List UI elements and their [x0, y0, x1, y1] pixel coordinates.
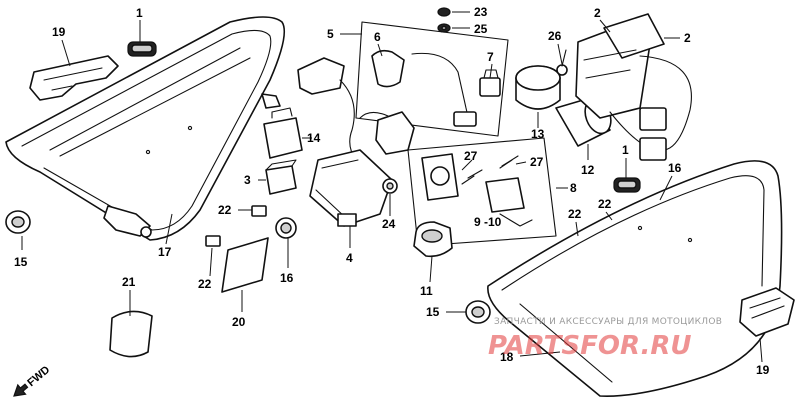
nut-24: [382, 178, 398, 194]
callout-12: 12: [581, 163, 595, 177]
callout-19-second: 19: [756, 363, 770, 377]
watermark-logo: PARTSFOR.RU: [488, 331, 691, 361]
wire-harness-right: [609, 55, 692, 161]
callout-11: 11: [420, 284, 433, 298]
callout-19: 19: [52, 25, 66, 39]
callout-14: 14: [307, 131, 321, 145]
callout-22: 22: [218, 203, 232, 217]
bolt-26: [556, 49, 568, 76]
grommet-15-right: [465, 300, 491, 324]
callout-5: 5: [327, 27, 334, 41]
right-side-cover: [487, 160, 783, 397]
callout-1: 1: [136, 6, 143, 20]
callout-labels: 1 19 5 6 7 23 25 2 2 26 14 13 12 3 27 27…: [14, 5, 770, 377]
callout-13: 13: [531, 127, 545, 141]
cylinder-13: [515, 65, 561, 110]
callout-2: 2: [594, 6, 601, 20]
washer-23: [437, 7, 451, 17]
grommet-16-lower: [275, 217, 297, 239]
emblem-21: [109, 310, 153, 358]
component-11: [413, 221, 453, 258]
mounting-bracket-right: [739, 287, 795, 337]
starter-relay-assembly: [407, 137, 557, 247]
relay-bracket-group: [355, 21, 509, 137]
relay-unit-center: [359, 111, 415, 155]
callout-8: 8: [570, 181, 577, 195]
callout-20: 20: [232, 315, 246, 329]
fwd-label: FWD: [25, 364, 52, 389]
callout-1-second: 1: [622, 143, 629, 157]
callout-27: 27: [464, 149, 478, 163]
washer-25: [437, 23, 451, 33]
callout-16: 16: [668, 161, 682, 175]
callout-16-second: 16: [280, 271, 294, 285]
callout-9-10: 9 -10: [474, 215, 502, 229]
clip-22b: [205, 235, 221, 247]
callout-22-fourth: 22: [198, 277, 212, 291]
left-side-cover: [5, 16, 286, 241]
mounting-bracket-left: [29, 55, 119, 101]
callout-4: 4: [346, 251, 353, 265]
grommet-15-left: [5, 210, 31, 234]
callout-6: 6: [374, 30, 381, 44]
callout-26: 26: [548, 29, 562, 43]
watermark: ЗАПЧАСТИ И АКСЕССУАРЫ ДЛЯ МОТОЦИКЛОВ PAR…: [488, 317, 722, 361]
forward-arrow: FWD: [13, 364, 52, 397]
label-plate-20: [221, 237, 269, 293]
callout-22-second: 22: [568, 207, 582, 221]
fwd-arrow-icon: [13, 383, 29, 397]
relay-3: [265, 159, 297, 195]
control-unit-2: [575, 13, 665, 119]
regulator-4: [309, 149, 393, 227]
callout-22-third: 22: [598, 197, 612, 211]
grommet-right: [613, 177, 641, 193]
callout-24: 24: [382, 217, 396, 231]
watermark-caption: ЗАПЧАСТИ И АКСЕССУАРЫ ДЛЯ МОТОЦИКЛОВ: [494, 317, 722, 327]
callout-2-second: 2: [684, 31, 691, 45]
callout-15-second: 15: [426, 305, 440, 319]
callout-23: 23: [474, 5, 488, 19]
callout-15: 15: [14, 255, 28, 269]
leader-lines: [21, 11, 763, 363]
callout-7: 7: [487, 50, 494, 64]
callout-27-second: 27: [530, 155, 544, 169]
grommet-top: [127, 41, 157, 57]
callout-25: 25: [474, 22, 488, 36]
callout-21: 21: [122, 275, 136, 289]
callout-17: 17: [158, 245, 172, 259]
cover-pin: [103, 93, 281, 238]
callout-3: 3: [244, 173, 251, 187]
clip-22a: [251, 205, 267, 217]
callout-18: 18: [500, 350, 514, 364]
connector-14: [263, 107, 303, 159]
